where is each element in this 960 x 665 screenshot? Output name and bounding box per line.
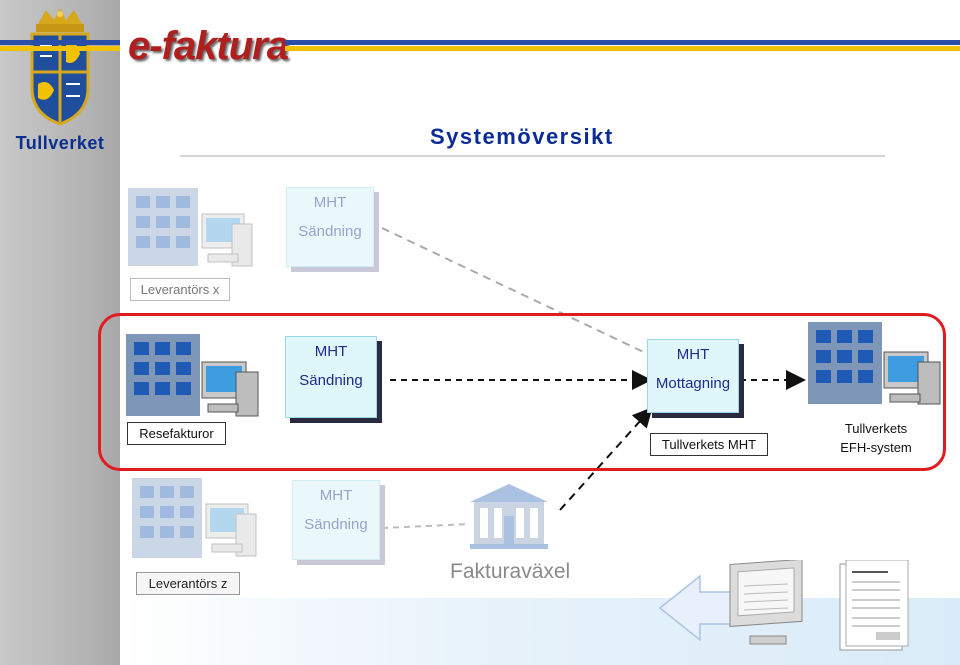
office-computer-icon: [132, 478, 257, 558]
connector-faktura: [381, 523, 471, 529]
box-title: MHT: [319, 487, 353, 504]
header-stripe: [285, 40, 960, 45]
box-title: MHT: [313, 194, 347, 211]
office-computer-icon: [126, 334, 259, 417]
header-stripe: [285, 46, 960, 51]
product-logo: e-faktura: [128, 24, 289, 68]
mht-mottagning-box: MHT Mottagning: [647, 339, 739, 413]
node-label: Fakturaväxel: [450, 560, 571, 583]
header-stripe: [0, 46, 120, 51]
highlight-frame: [98, 313, 946, 471]
title-divider: [180, 155, 885, 157]
mht-sandning-box: MHT Sändning: [285, 336, 377, 418]
office-computer-icon: [808, 322, 941, 405]
connector-bottom: [559, 407, 653, 511]
node-label: Tullverkets EFH-system: [828, 418, 924, 458]
box-subtitle: Sändning: [298, 223, 362, 240]
government-building-icon: [470, 484, 548, 549]
box-subtitle: Sändning: [304, 516, 368, 533]
header-stripe: [0, 40, 120, 45]
mht-sandning-box: MHT Sändning: [286, 187, 374, 267]
node-label: Tullverkets MHT: [650, 433, 768, 456]
decorative-band: [120, 598, 960, 665]
node-label: Resefakturor: [127, 422, 226, 445]
node-label: Leverantörs z: [136, 572, 240, 595]
box-subtitle: Sändning: [299, 372, 363, 389]
node-label-line: Tullverkets: [844, 421, 908, 436]
box-subtitle: Mottagning: [655, 375, 731, 392]
connector-top: [381, 227, 653, 357]
office-computer-icon: [128, 188, 253, 267]
box-title: MHT: [676, 346, 710, 363]
box-title: MHT: [314, 343, 348, 360]
node-label-line: EFH-system: [840, 440, 912, 455]
mht-sandning-box: MHT Sändning: [292, 480, 380, 560]
org-name: Tullverket: [15, 133, 105, 153]
page-title: Systemöversikt: [430, 124, 614, 149]
node-label: Leverantörs x: [130, 278, 230, 301]
invoice-monitor-icon: [658, 560, 909, 651]
